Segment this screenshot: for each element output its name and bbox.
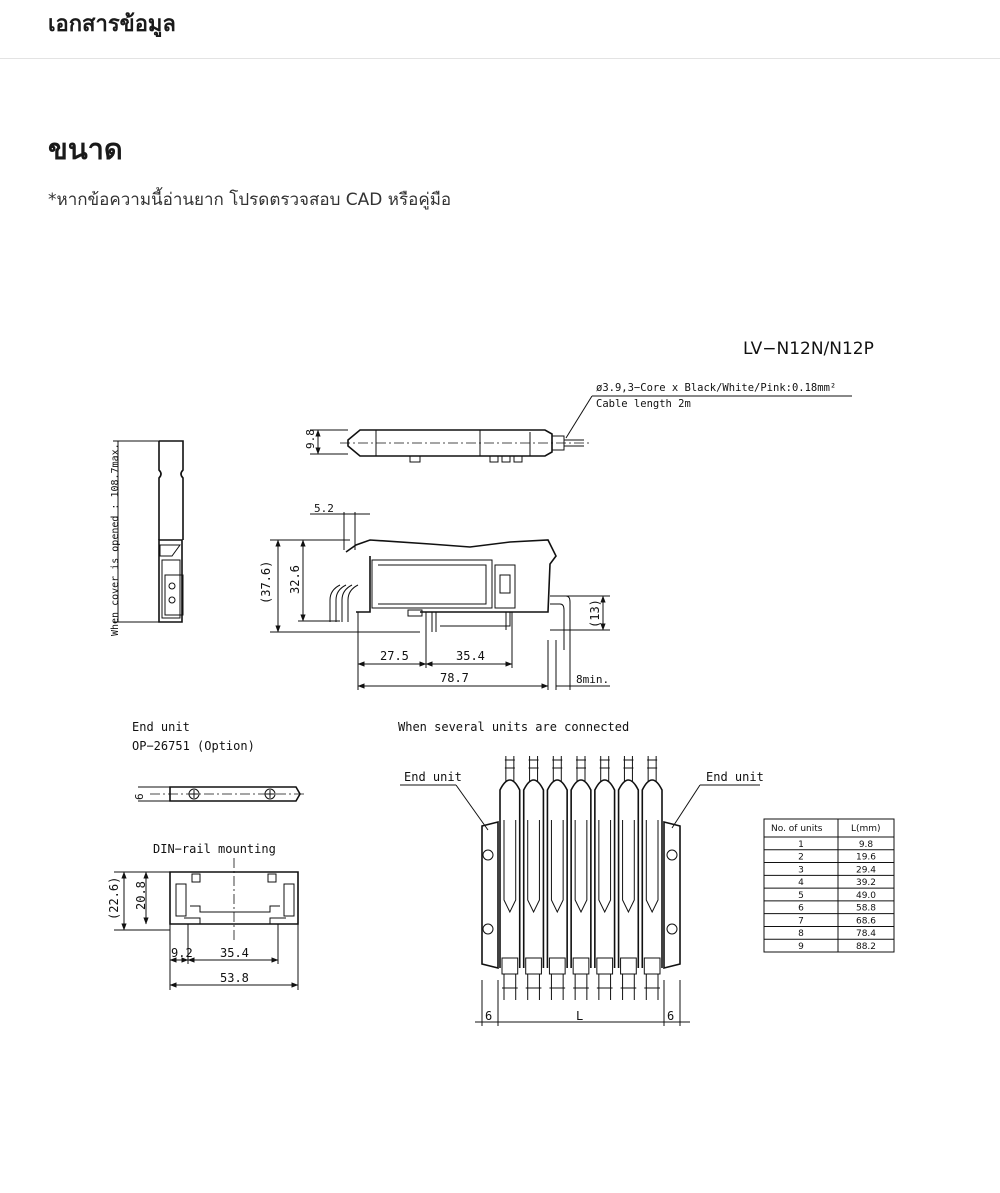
- unit-cover: [574, 820, 588, 914]
- table-cell-units: 5: [798, 891, 804, 901]
- top-view: 9.8: [304, 429, 590, 463]
- dim-5-2: 5.2: [314, 502, 334, 515]
- table-cell-units: 1: [798, 840, 804, 850]
- unit-base: [572, 957, 590, 975]
- dim-37-6: (37.6): [259, 561, 273, 604]
- dim-32-6: 32.6: [288, 565, 302, 594]
- unit-connector: [573, 974, 589, 1000]
- table-cell-units: 3: [798, 865, 804, 875]
- section-note: *หากข้อความนี้อ่านยาก โปรดตรวจสอบ CAD หร…: [48, 190, 452, 210]
- unit-cover: [645, 820, 659, 914]
- unit-cable: [504, 756, 515, 782]
- unit-base: [548, 957, 566, 975]
- connected-unit: [522, 779, 545, 968]
- dim-8min: 8min.: [576, 673, 609, 686]
- cable-callout: ø3.9,3−Core x Black/White/Pink:0.18mm² C…: [565, 382, 852, 439]
- dim-9-2: 9.2: [171, 946, 193, 960]
- unit-base: [501, 957, 519, 975]
- connected-unit: [594, 779, 616, 968]
- unit-cable: [599, 756, 610, 782]
- table-cell-length: 78.4: [856, 929, 876, 939]
- side-view-left: When cover is opened : 108.7max.: [110, 440, 184, 636]
- table-cell-length: 58.8: [856, 904, 876, 914]
- unit-base: [596, 957, 614, 975]
- unit-cable: [623, 756, 634, 782]
- unit-connector: [620, 974, 637, 1000]
- table-cell-length: 9.8: [859, 840, 874, 850]
- unit-cover: [503, 820, 517, 914]
- front-view: 5.2 (37.6) 32.6 (13) 27.5: [259, 502, 610, 690]
- dim-13: (13): [588, 599, 602, 628]
- unit-connector: [644, 974, 660, 1000]
- cable-spec-label: ø3.9,3−Core x Black/White/Pink:0.18mm²: [596, 382, 836, 394]
- table-cell-units: 2: [798, 853, 804, 863]
- din-rail-view: DIN−rail mounting (22.6) 20.8 9.2 35.4 5…: [107, 842, 299, 990]
- unit-connector: [525, 974, 542, 1000]
- dim-78-7: 78.7: [440, 671, 469, 685]
- unit-cover: [598, 820, 612, 914]
- table-cell-units: 7: [798, 916, 804, 926]
- table-cell-units: 8: [798, 929, 804, 939]
- dim-22-6: (22.6): [107, 877, 121, 920]
- table-cell-units: 4: [798, 878, 804, 888]
- end-unit-right-label: End unit: [706, 770, 764, 784]
- dim-27-5: 27.5: [380, 649, 409, 663]
- unit-base: [643, 957, 661, 975]
- top-bar: เอกสารข้อมูล: [0, 0, 1000, 59]
- unit-cover: [550, 820, 564, 914]
- section-title: ขนาด: [48, 132, 123, 166]
- units-length-table: No. of units L(mm) 1 9.8 2 19.6 3 29.4 4 39.2 5 4…: [763, 818, 895, 953]
- table-cell-length: 49.0: [856, 891, 876, 901]
- connected-unit: [570, 779, 592, 968]
- din-title: DIN−rail mounting: [153, 842, 276, 856]
- connected-unit: [546, 779, 568, 968]
- unit-cable: [552, 756, 563, 782]
- end-unit-view: End unit OP−26751 (Option) 6: [132, 720, 305, 802]
- table-cell-units: 9: [798, 942, 804, 952]
- end-unit-title: End unit: [132, 720, 190, 734]
- unit-connector: [596, 974, 613, 1000]
- page-title: เอกสารข้อมูล: [48, 12, 176, 37]
- unit-connector: [549, 974, 566, 1000]
- table-cell-length: 29.4: [856, 865, 876, 875]
- dim-L: L: [576, 1009, 583, 1023]
- table-cell-units: 6: [798, 904, 804, 914]
- table-cell-length: 88.2: [856, 942, 876, 952]
- unit-connector: [502, 974, 518, 1000]
- unit-cover: [527, 820, 540, 914]
- unit-base: [620, 957, 637, 975]
- dim-6-left: 6: [485, 1009, 492, 1023]
- table-cell-length: 39.2: [856, 878, 876, 888]
- unit-cable: [647, 756, 658, 782]
- cover-note-label: When cover is opened : 108.7max.: [110, 443, 121, 636]
- dim-9-8: 9.8: [304, 429, 317, 449]
- end-unit-part: OP−26751 (Option): [132, 739, 255, 753]
- dim-6-right: 6: [667, 1009, 674, 1023]
- table-cell-length: 19.6: [856, 853, 876, 863]
- unit-base: [525, 957, 542, 975]
- connected-unit: [641, 779, 663, 968]
- several-units-view: When several units are connected End uni…: [398, 720, 764, 1026]
- unit-cover: [622, 820, 635, 914]
- unit-cable: [576, 756, 586, 782]
- end-unit-left-label: End unit: [404, 770, 462, 784]
- dim-end-6: 6: [133, 793, 146, 800]
- table-header-length: L(mm): [851, 824, 881, 834]
- table-cell-length: 68.6: [856, 916, 876, 926]
- connected-unit: [499, 779, 521, 968]
- model-label: LV−N12N/N12P: [743, 339, 874, 359]
- dim-din-35-4: 35.4: [220, 946, 249, 960]
- table-header-units: No. of units: [771, 824, 823, 834]
- unit-cable: [528, 756, 539, 782]
- cable-length-label: Cable length 2m: [596, 398, 691, 410]
- connected-unit: [617, 779, 640, 968]
- several-units-title: When several units are connected: [398, 720, 629, 734]
- dim-53-8: 53.8: [220, 971, 249, 985]
- dim-35-4: 35.4: [456, 649, 485, 663]
